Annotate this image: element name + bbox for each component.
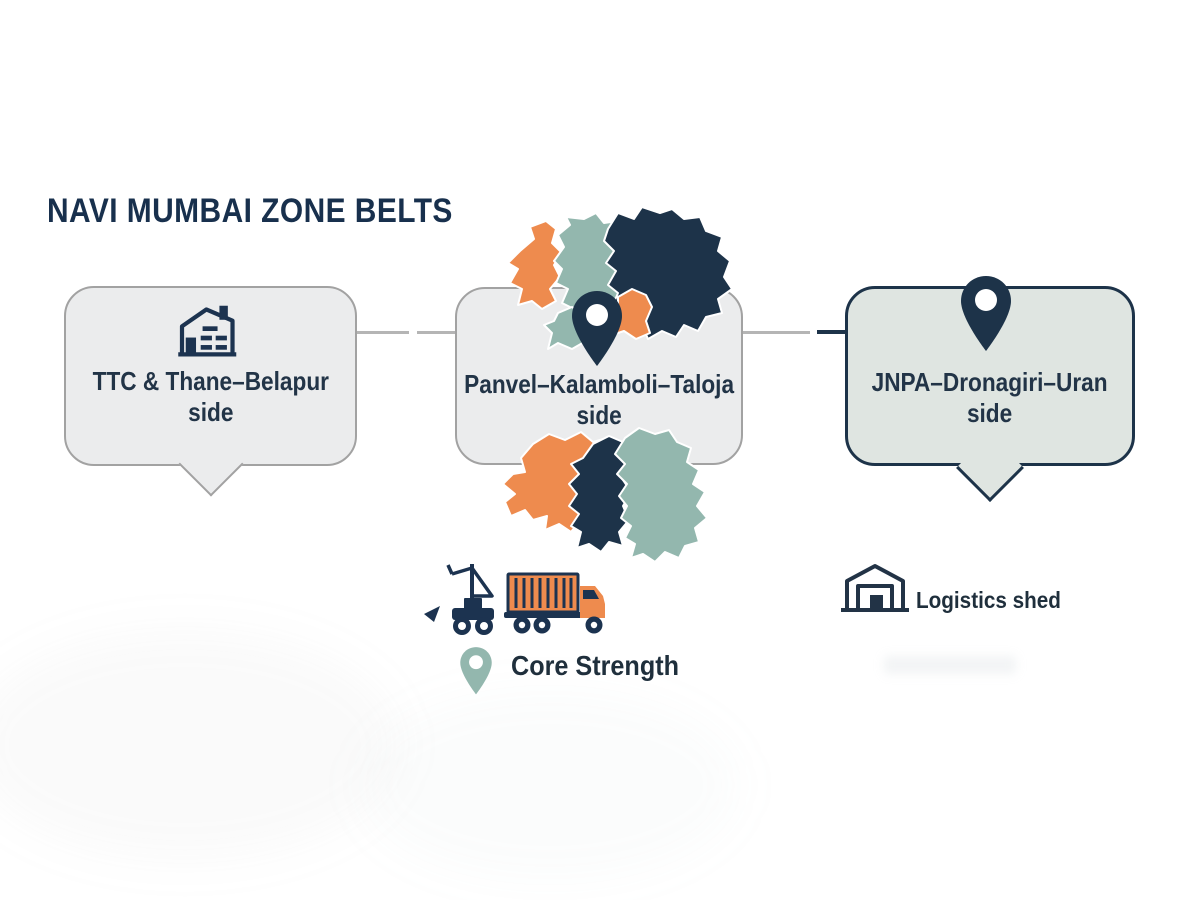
connector-line-1 — [417, 331, 455, 334]
page-title: NAVI MUMBAI ZONE BELTS — [47, 192, 453, 230]
belt-label-line2: side — [576, 400, 622, 430]
belt-label-line1: JNPA–Dronagiri–Uran — [872, 367, 1108, 397]
factory-icon — [177, 305, 236, 357]
belt-label-line2: side — [187, 397, 234, 427]
container-truck-icon — [504, 572, 605, 634]
connector-line-2 — [817, 330, 847, 334]
belt-label-line2: side — [967, 398, 1013, 428]
belt-label-line1: Panvel–Kalamboli–Taloja — [464, 369, 734, 399]
logistics-shed-label: Logistics shed — [916, 587, 1061, 613]
connector-line-1 — [356, 331, 409, 334]
core-strength-pin-icon — [460, 647, 492, 695]
background-blob — [0, 630, 400, 860]
belt-label-line1: TTC & Thane–Belapur — [92, 366, 329, 396]
background-blob — [360, 690, 740, 880]
belt-bubble-ttc: TTC & Thane–Belapur side — [64, 286, 357, 466]
map-pin-icon — [572, 291, 622, 366]
ghost-smudge — [884, 656, 1016, 674]
region-map-bottom — [502, 427, 708, 563]
crane-icon — [424, 564, 494, 635]
map-pin-icon — [961, 276, 1011, 351]
logistics-shed-icon — [841, 564, 909, 612]
connector-line-2 — [742, 331, 810, 334]
core-strength-label: Core Strength — [511, 650, 680, 681]
